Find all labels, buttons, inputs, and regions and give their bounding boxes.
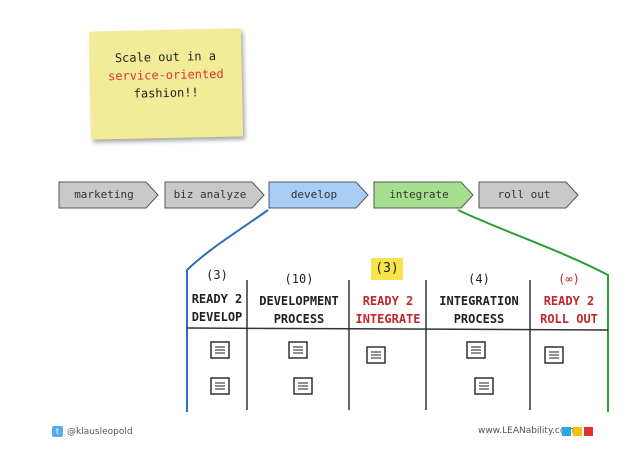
col-title-line: READY 2 <box>362 294 414 308</box>
twitter-handle[interactable]: t @klausleopold <box>52 426 133 437</box>
col-title-ready-integrate: READY 2 INTEGRATE <box>350 292 426 328</box>
twitter-icon: t <box>52 426 63 437</box>
work-item-card <box>210 341 230 359</box>
work-item-card <box>366 346 386 364</box>
process-step-biz-analyze: biz analyze <box>164 181 266 209</box>
col-title-line: INTEGRATION <box>439 294 519 308</box>
work-item-card <box>474 377 494 395</box>
process-step-develop: develop <box>268 181 370 209</box>
work-item-card <box>293 377 313 395</box>
twitter-handle-text: @klausleopold <box>67 427 133 437</box>
col-title-line: INTEGRATE <box>355 312 421 326</box>
logo-square-red <box>584 427 593 436</box>
process-label: roll out <box>497 188 551 201</box>
process-label: integrate <box>389 188 449 201</box>
col-count-development: (10) <box>284 272 314 286</box>
work-item-card <box>288 341 308 359</box>
work-item-card <box>544 346 564 364</box>
wip-limit-badge: (3) <box>371 258 403 280</box>
process-label: marketing <box>74 188 134 201</box>
work-item-card <box>210 377 230 395</box>
col-title-line: READY 2 <box>543 294 595 308</box>
col-title-line: DEVELOPMENT <box>259 294 339 308</box>
col-count-integration: (4) <box>468 272 490 286</box>
col-title-line: PROCESS <box>453 312 505 326</box>
process-step-roll-out: roll out <box>478 181 580 209</box>
col-count-ready-rollout: (∞) <box>558 272 580 286</box>
logo-square-yellow <box>573 427 582 436</box>
process-label: develop <box>290 188 338 201</box>
col-title-line: ROLL OUT <box>540 312 598 326</box>
work-item-card <box>466 341 486 359</box>
logo-square-blue <box>562 427 571 436</box>
process-label: biz analyze <box>173 188 247 201</box>
process-step-marketing: marketing <box>58 181 160 209</box>
process-step-integrate: integrate <box>373 181 475 209</box>
col-title-line: READY 2 <box>191 292 243 306</box>
col-title-line: PROCESS <box>273 312 325 326</box>
website-link[interactable]: www.LEANability.com <box>478 426 575 436</box>
col-title-ready-develop: READY 2 DEVELOP <box>188 290 246 326</box>
col-title-line: DEVELOP <box>191 310 243 324</box>
col-title-ready-rollout: READY 2 ROLL OUT <box>532 292 606 328</box>
col-title-integration: INTEGRATION PROCESS <box>428 292 530 328</box>
col-title-development: DEVELOPMENT PROCESS <box>250 292 348 328</box>
col-count-ready-develop: (3) <box>206 268 228 282</box>
